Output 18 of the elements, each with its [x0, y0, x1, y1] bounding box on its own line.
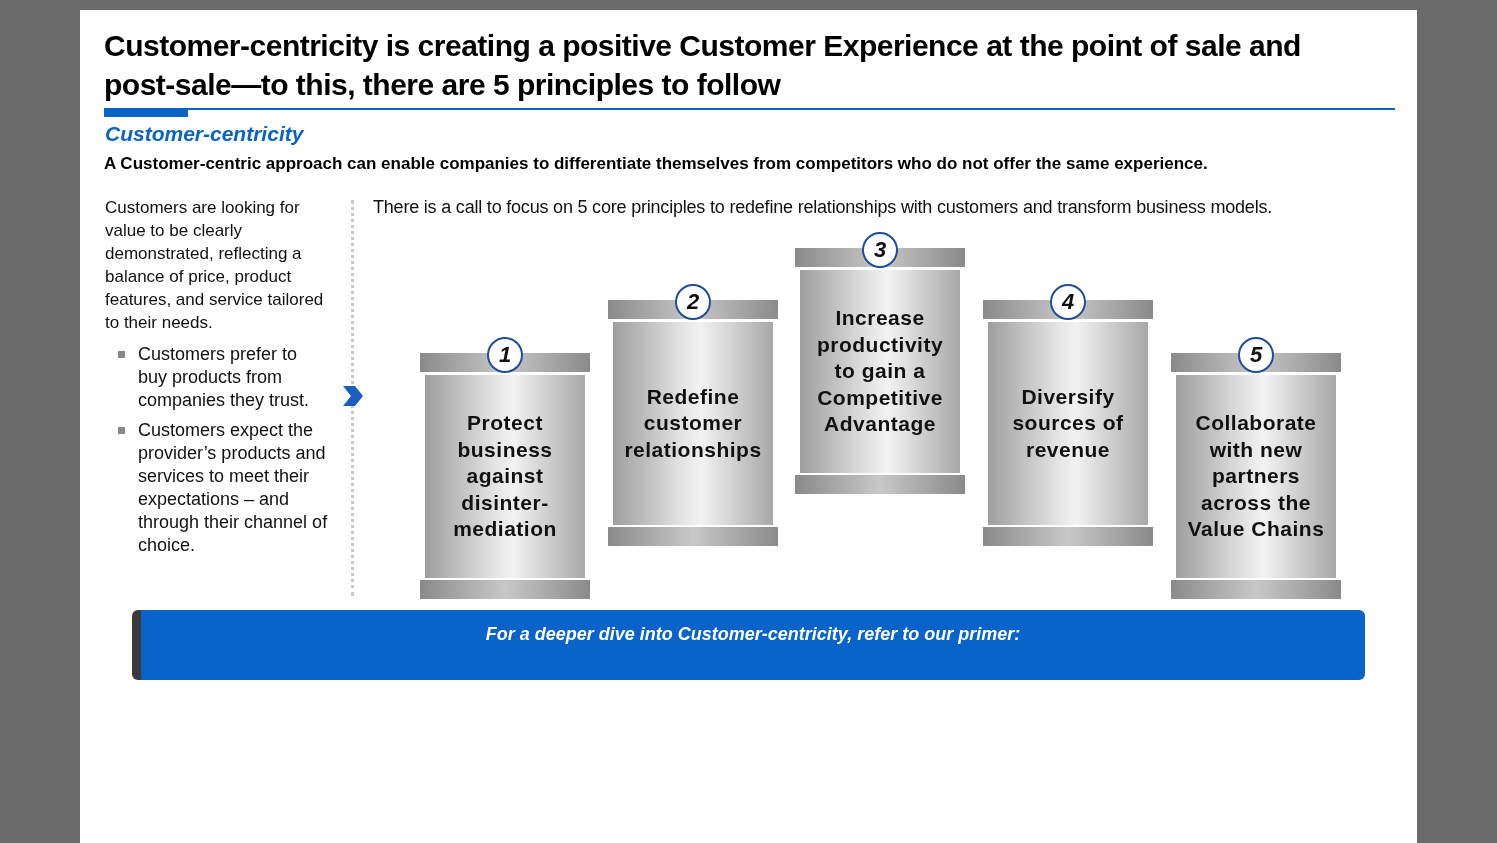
step-number: 2 [675, 284, 711, 320]
intro-paragraph: Customers are looking for value to be clearly demonstrated, reflecting a balance of price, product features, and service tailored to their needs. [105, 197, 325, 334]
step-number: 3 [862, 232, 898, 268]
principle-text: Diversify sources of revenue [1011, 383, 1125, 463]
bullet-text: Customers expect the provider’s products and services to meet their expectations – and through their channel of choice. [138, 419, 329, 557]
step-number: 5 [1238, 337, 1274, 373]
principle-text: Collaborate with new partners across the Value Chains [1186, 410, 1326, 543]
slide-title: Customer-centricity is creating a positive Customer Experience at the point of sale and post-sale—to this, there are 5 principles to follow [104, 28, 1302, 103]
principle-text: Redefine customer relationships [623, 383, 763, 463]
principle-text: Increase productivity to gain a Competitive Advantage [815, 305, 945, 438]
step-number: 1 [487, 337, 523, 373]
principle-text: Protect business against disinter-mediation [452, 410, 558, 543]
section-heading: Customer-centricity [105, 122, 304, 146]
step-number: 4 [1050, 284, 1086, 320]
primer-text: For a deeper dive into Customer-centricity, refer to our primer: [485, 624, 1021, 646]
principles-intro: There is a call to focus on 5 core principles to redefine relationships with customers and transform business models. [373, 197, 1273, 218]
summary-sentence: A Customer-centric approach can enable companies to differentiate themselves from competitors who do not offer the same experience. [104, 154, 1208, 174]
bullet-text: Customers prefer to buy products from companies they trust. [138, 343, 311, 412]
